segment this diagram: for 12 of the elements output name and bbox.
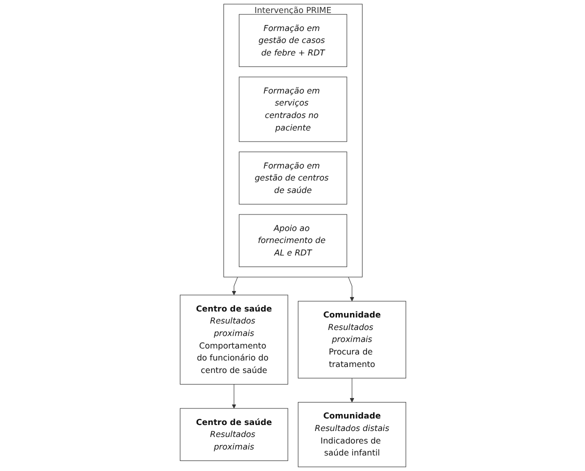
node-box: Apoio ao fornecimento de AL e RDT xyxy=(238,214,347,268)
node-box: Comunidade Resultados distais Indicadores de saúde infantil xyxy=(297,402,406,468)
node-box: Centro de saúde Resultados proximais xyxy=(179,408,288,461)
node-box: Formação em serviços centrados no paciente xyxy=(238,76,347,142)
arrow xyxy=(348,276,354,302)
node-box: Comunidade Resultados proximais Procura de tratamento xyxy=(297,300,406,378)
arrow xyxy=(349,378,354,402)
node-box: Formação em gestão de centros de saúde xyxy=(238,152,347,204)
node-box: Centro de saúde Resultados proximais Comportamento do funcionário do centro de saúde xyxy=(179,294,288,385)
arrow xyxy=(231,276,238,296)
arrow xyxy=(231,384,236,409)
node-box: Formação em gestão de casos de febre + RDT xyxy=(238,14,347,67)
